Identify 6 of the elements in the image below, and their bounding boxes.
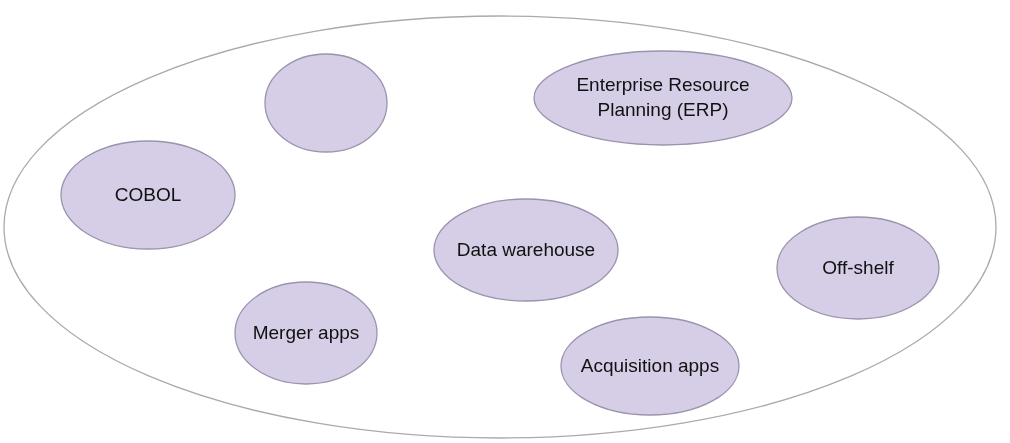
node-label: Acquisition apps — [580, 353, 720, 378]
node-label: Data warehouse — [455, 237, 597, 262]
node-label: Merger apps — [251, 320, 361, 345]
node-label: Off-shelf — [821, 255, 895, 280]
node-label: COBOL — [113, 182, 183, 207]
node-label: Enterprise Resource Planning (ERP) — [575, 73, 751, 122]
